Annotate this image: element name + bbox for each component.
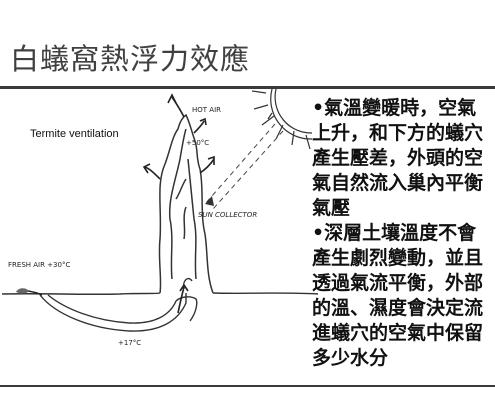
slide-title: 白蟻窩熱浮力效應 (10, 42, 251, 76)
ground-line (1, 292, 161, 295)
hot-air-label: HOT AIR (192, 106, 221, 114)
ground-temp-label: +17°C (118, 339, 141, 347)
sun-icon (251, 89, 313, 150)
sun-ray-lines (204, 123, 284, 210)
fresh-air-label: FRESH AIR +30°C (8, 261, 70, 269)
underground-tunnel (39, 277, 198, 332)
termite-mound-diagram: Termite ventilation (0, 89, 320, 379)
bullet-list: •氣溫變暖時，空氣上升，和下方的蟻穴產生壓差，外頭的空氣自然流入巢內平衡氣壓 •… (312, 96, 495, 371)
top-temp-label: +50°C (186, 139, 209, 147)
bottom-divider (0, 385, 495, 387)
bullet-item-2: •深層土壤溫度不會產生劇烈變動，並且透過氣流平衡，外部的溫、濕度會決定流進蟻穴的… (312, 222, 484, 369)
termite-mound-sketch: Termite ventilation (1, 89, 319, 347)
sun-collector-label: SUN COLLECTOR (198, 211, 257, 219)
rock-icon (16, 288, 29, 294)
title-divider (0, 86, 495, 89)
bullet-item-1: •氣溫變暖時，空氣上升，和下方的蟻穴產生壓差，外頭的空氣自然流入巢內平衡氣壓 (312, 97, 484, 219)
airflow-arrow-icon (27, 93, 215, 314)
mound-outline (158, 113, 214, 294)
diagram-caption: Termite ventilation (30, 128, 119, 140)
sun-ray-arrow-icon (205, 196, 214, 206)
ground-line-right (212, 292, 319, 295)
